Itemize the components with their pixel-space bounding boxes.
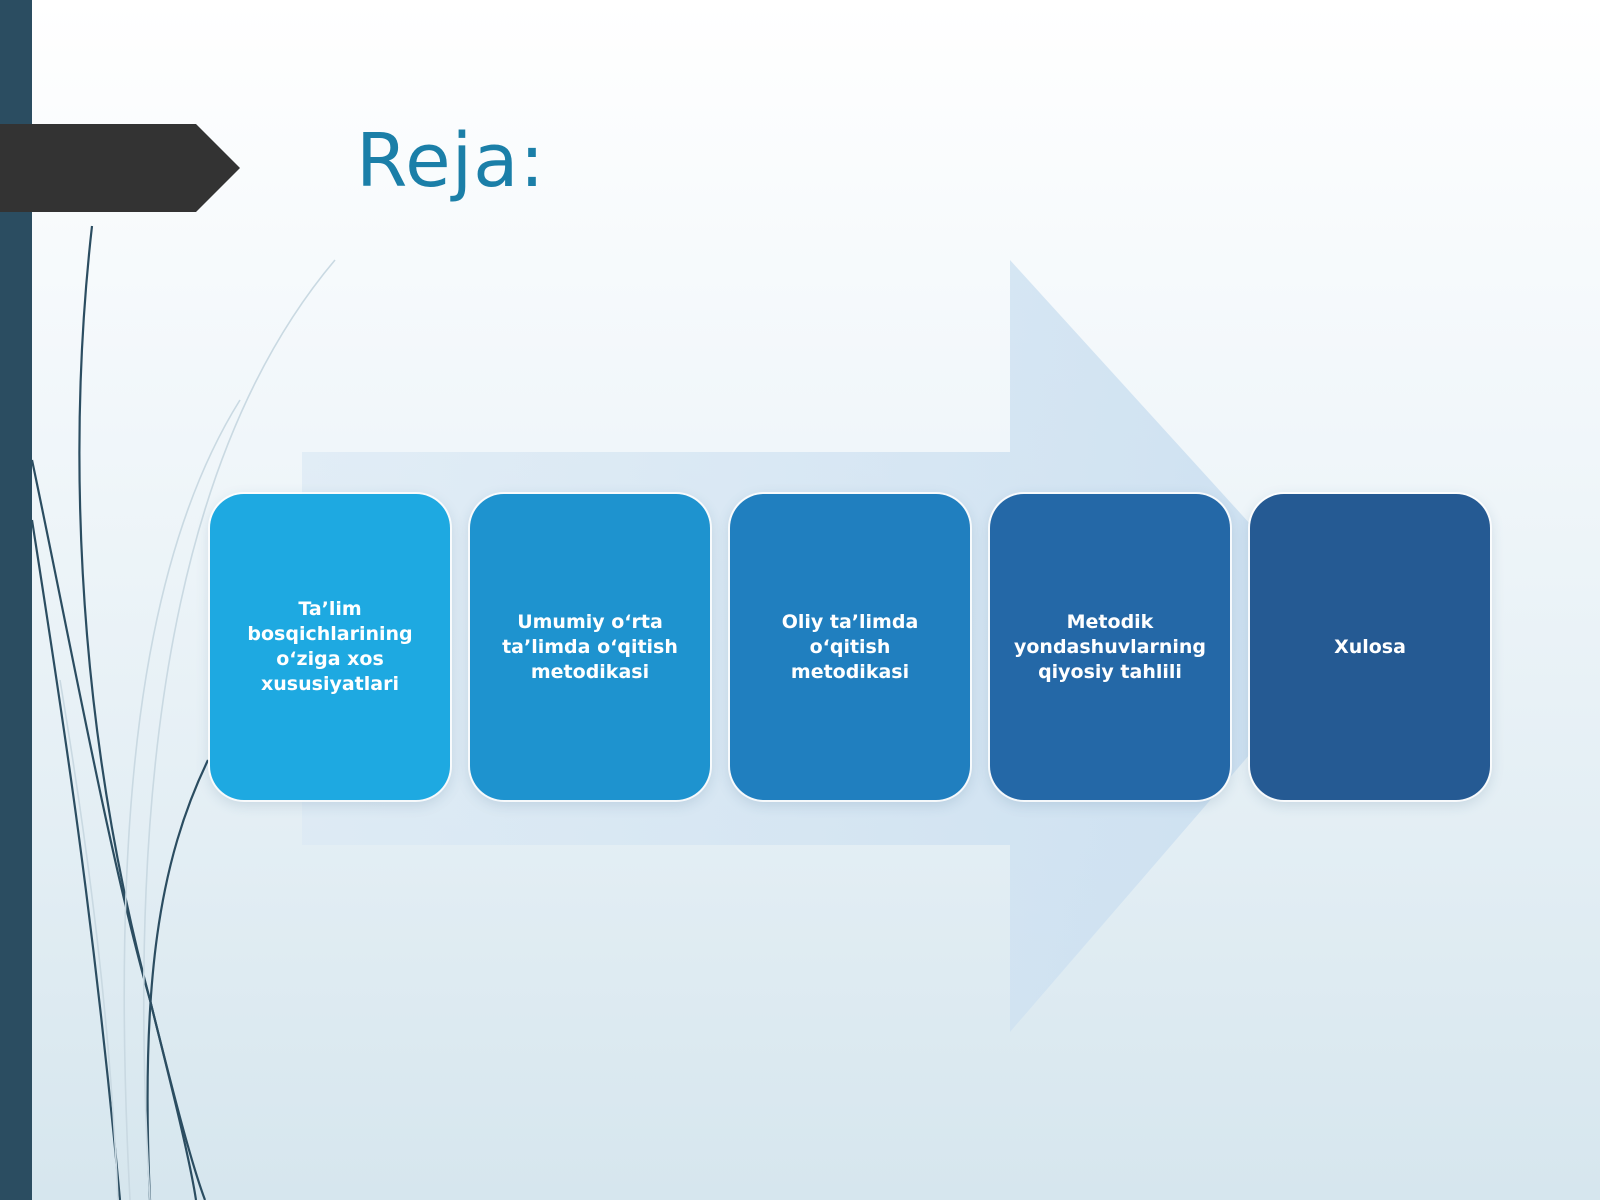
title-tab-shape (0, 124, 240, 212)
process-step-4: Metodik yondashuvlarning qiyosiy tahlili (990, 494, 1230, 800)
slide-title: Reja: (356, 118, 546, 204)
process-step-2: Umumiy o‘rta ta’limda o‘qitish metodikas… (470, 494, 710, 800)
process-step-5: Xulosa (1250, 494, 1490, 800)
process-step-1: Ta’lim bosqichlarining o‘ziga xos xususi… (210, 494, 450, 800)
process-step-label: Ta’lim bosqichlarining o‘ziga xos xususi… (247, 598, 413, 695)
process-step-label: Oliy ta’limda o‘qitish metodikasi (781, 610, 919, 683)
process-step-label: Metodik yondashuvlarning qiyosiy tahlili (1013, 610, 1206, 683)
process-step-label: Umumiy o‘rta ta’limda o‘qitish metodikas… (502, 610, 678, 683)
process-step-3: Oliy ta’limda o‘qitish metodikasi (730, 494, 970, 800)
process-step-label: Xulosa (1334, 635, 1406, 658)
